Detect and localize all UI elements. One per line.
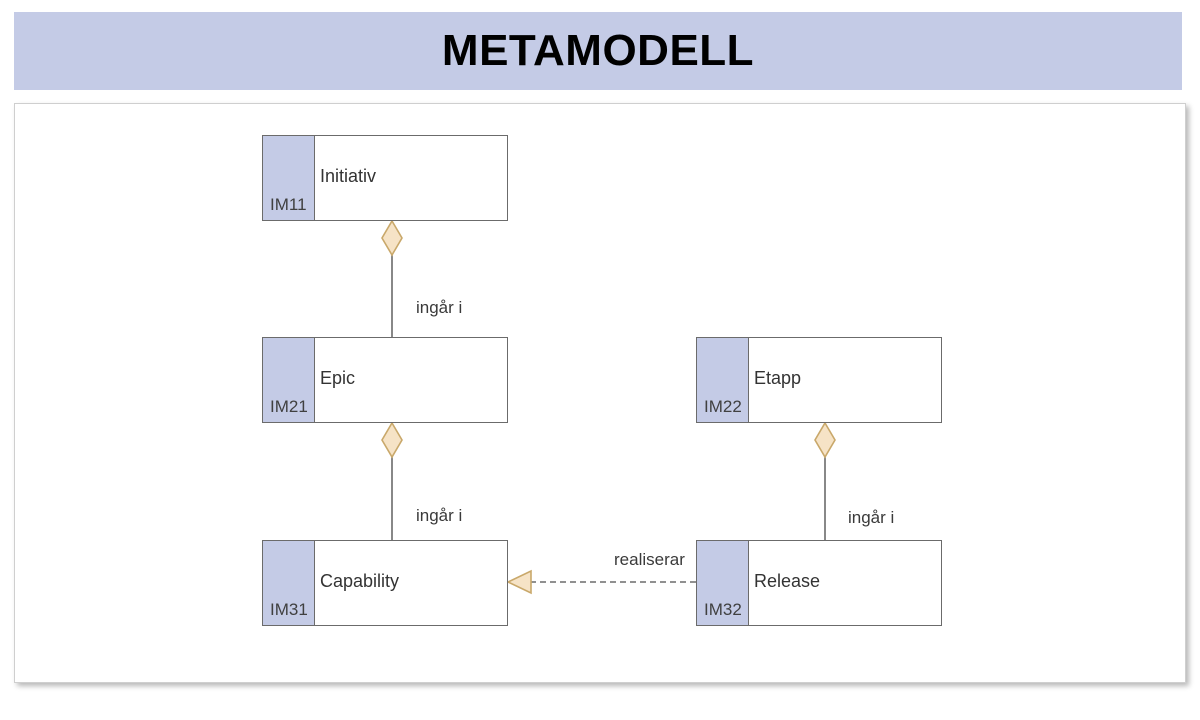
uml-node-body: Initiativ xyxy=(315,136,507,220)
aggregation-diamond-icon xyxy=(381,219,403,257)
uml-node-code: IM22 xyxy=(704,397,742,416)
uml-node-code: IM11 xyxy=(270,195,307,214)
uml-node-code-strip: IM31 xyxy=(263,541,315,625)
edge-label-release-etapp: ingår i xyxy=(848,508,895,527)
page-title: METAMODELL xyxy=(441,26,755,75)
diagram-panel: Initiativ (aggregation, diamond at Initi… xyxy=(14,103,1186,683)
slide-title-banner: METAMODELL xyxy=(14,12,1182,90)
diagram-canvas: Initiativ (aggregation, diamond at Initi… xyxy=(15,104,1187,684)
aggregation-diamond-icon xyxy=(381,421,403,459)
uml-node-body: Etapp xyxy=(749,338,941,422)
connector-layer: Initiativ (aggregation, diamond at Initi… xyxy=(381,219,836,595)
uml-node-body: Release xyxy=(749,541,941,625)
uml-node-code: IM21 xyxy=(270,397,308,416)
uml-node-name: Capability xyxy=(320,571,400,591)
uml-node-code-strip: IM32 xyxy=(697,541,749,625)
realization-arrowhead-icon xyxy=(506,569,532,595)
uml-node-name: Release xyxy=(754,571,821,591)
edge-release-etapp xyxy=(814,421,836,540)
uml-node-im31[interactable]: IM31 Capability xyxy=(262,540,508,626)
uml-node-code-strip: IM21 xyxy=(263,338,315,422)
uml-node-code: IM31 xyxy=(270,600,308,619)
uml-node-code-strip: IM11 xyxy=(263,136,315,220)
uml-node-im21[interactable]: IM21 Epic xyxy=(262,337,508,423)
uml-node-name: Epic xyxy=(320,368,356,388)
uml-node-name: Initiativ xyxy=(320,166,377,186)
edge-epic-initiativ xyxy=(381,219,403,337)
uml-node-body: Epic xyxy=(315,338,507,422)
edge-release-realizes-capability xyxy=(506,569,696,595)
edge-capability-epic xyxy=(381,421,403,540)
uml-node-body: Capability xyxy=(315,541,507,625)
uml-node-code: IM32 xyxy=(704,600,742,619)
uml-node-name: Etapp xyxy=(754,368,802,388)
uml-node-im11[interactable]: IM11 Initiativ xyxy=(262,135,508,221)
edge-label-capability-epic: ingår i xyxy=(416,506,463,525)
uml-node-im22[interactable]: IM22 Etapp xyxy=(696,337,942,423)
edge-label-release-realizes-capability: realiserar xyxy=(614,550,685,569)
uml-node-im32[interactable]: IM32 Release xyxy=(696,540,942,626)
edge-label-epic-initiativ: ingår i xyxy=(416,298,463,317)
aggregation-diamond-icon xyxy=(814,421,836,459)
uml-node-code-strip: IM22 xyxy=(697,338,749,422)
